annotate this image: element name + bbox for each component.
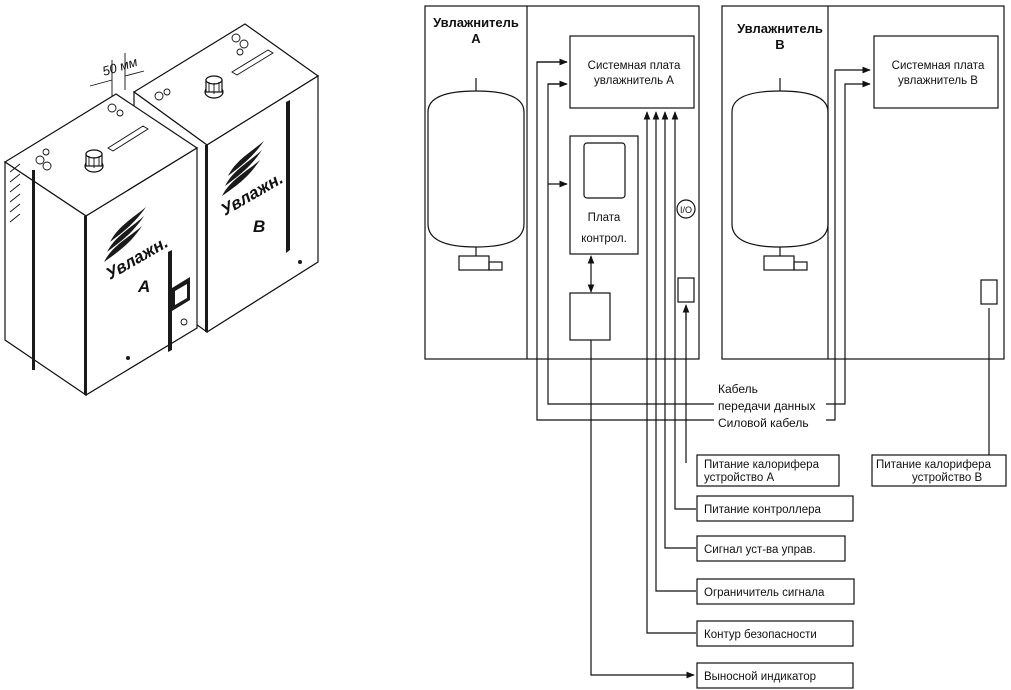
unit-b-system-board-line2: увлажнитель B <box>898 75 978 87</box>
unit-a-title-line1: Увлажнитель <box>433 15 519 30</box>
terminal-heater-a-line1: Питание калорифера <box>704 459 820 471</box>
unit-a-control-board-line2: контрол. <box>581 233 627 245</box>
unit-a-schematic: Увлажнитель A Системная плата увлажнител… <box>424 5 700 360</box>
unit-a-system-board <box>569 35 695 109</box>
power-cable-label: Силовой кабель <box>718 416 809 430</box>
terminal-controller-power-label: Питание контроллера <box>704 504 822 516</box>
unit-a-system-board-line2: увлажнитель A <box>594 75 674 87</box>
isometric-illustration: Увлажн. B <box>3 23 320 397</box>
unit-a-io-switch <box>676 199 696 219</box>
unit-a-heater-box <box>677 277 695 303</box>
terminal-heater-a-line2: устройство A <box>704 472 774 484</box>
terminal-boxes: Питание калорифера устройство A Питание … <box>696 454 1007 689</box>
terminal-controller-power <box>696 495 854 522</box>
unit-b-heater-box <box>980 279 998 305</box>
unit-b-frame <box>721 5 1005 360</box>
terminal-heater-b-line1: Питание калорифера <box>876 459 992 471</box>
terminal-remote-indicator <box>696 662 854 689</box>
isometric-unit-a: Увлажн. A <box>3 93 199 397</box>
gap-dimension-label: 50 мм <box>100 54 139 79</box>
unit-a-system-board-line1: Системная плата <box>588 60 681 72</box>
data-cable-label-line1: Кабель <box>718 382 758 396</box>
terminal-heater-a <box>696 454 840 487</box>
unit-b-schematic: Увлажнитель B Системная плата увлажнител… <box>721 5 1005 360</box>
isometric-unit-a-label-2: A <box>137 277 150 296</box>
data-cable-label-line2: передачи данных <box>718 399 816 413</box>
terminal-heater-b-line2: устройство B <box>912 472 982 484</box>
terminal-safety-loop-label: Контур безопасности <box>704 629 817 641</box>
unit-b-title-line2: B <box>775 37 784 52</box>
unit-b-tank <box>731 78 829 271</box>
terminal-signal-limiter-label: Ограничитель сигнала <box>704 587 825 599</box>
unit-a-control-screen <box>583 142 626 199</box>
isometric-unit-b-label-2: B <box>253 217 265 236</box>
cable-labels: Кабель передачи данных Силовой кабель <box>714 381 826 430</box>
unit-a-indicator-box <box>569 292 611 341</box>
unit-b-system-board-line1: Системная плата <box>892 60 985 72</box>
unit-a-io-label: I/O <box>680 205 692 215</box>
unit-a-title-line2: A <box>471 31 481 46</box>
terminal-control-signal <box>696 535 846 562</box>
terminal-safety-loop <box>696 620 854 647</box>
unit-a-tank <box>427 78 525 271</box>
unit-b-title-line1: Увлажнитель <box>737 21 823 36</box>
terminal-heater-b <box>871 454 1007 487</box>
unit-a-control-board <box>569 135 639 255</box>
unit-a-control-board-line1: Плата <box>588 212 621 224</box>
terminal-control-signal-label: Сигнал уст-ва управ. <box>704 544 816 556</box>
terminal-remote-indicator-label: Выносной индикатор <box>704 671 816 683</box>
unit-a-frame <box>424 5 700 360</box>
unit-b-system-board <box>873 35 999 109</box>
terminal-signal-limiter <box>696 578 855 605</box>
terminal-wires <box>590 111 990 679</box>
